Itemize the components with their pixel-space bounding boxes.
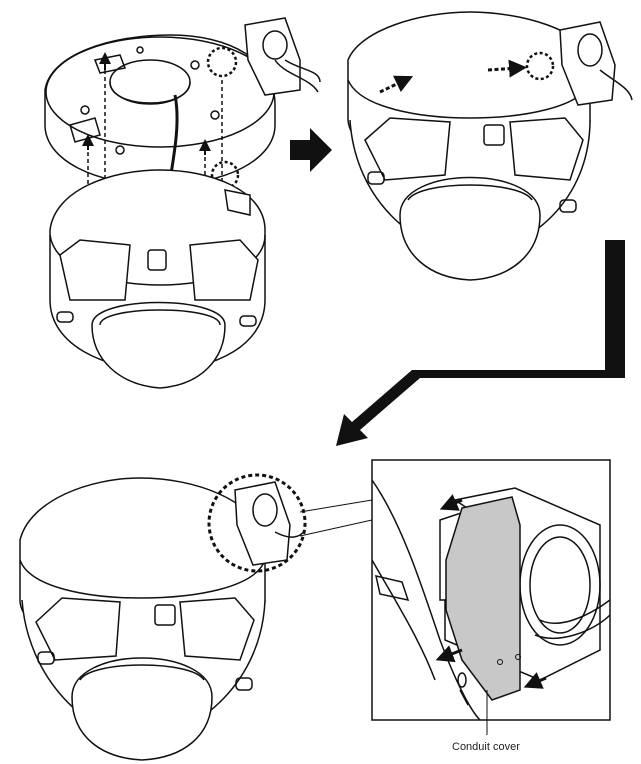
step1-panel bbox=[44, 17, 321, 389]
right-arrow-icon bbox=[290, 128, 332, 172]
conduit-cover bbox=[445, 496, 521, 701]
detail-inset bbox=[371, 459, 611, 735]
elbow-arrow-icon bbox=[336, 240, 625, 446]
camera-body bbox=[49, 169, 266, 389]
step2-panel bbox=[347, 11, 633, 281]
step3-panel bbox=[19, 473, 307, 761]
dotted-slide-arrow-icon bbox=[379, 59, 527, 94]
mounting-base bbox=[44, 17, 321, 200]
detail-arrow-icon bbox=[435, 494, 547, 689]
callout-leader bbox=[299, 499, 373, 537]
conduit-cover-label: Conduit cover bbox=[452, 741, 520, 753]
